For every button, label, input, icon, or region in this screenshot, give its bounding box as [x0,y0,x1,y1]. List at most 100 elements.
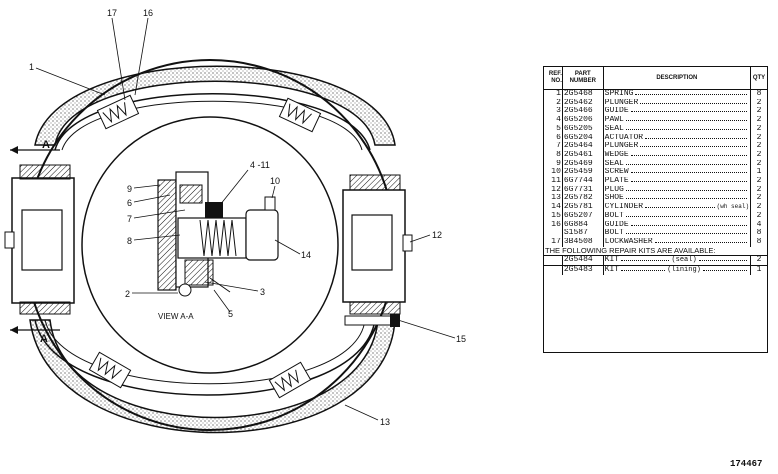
row-ref: 1 [544,89,563,99]
row-ref: 3 [544,107,563,117]
row-part: 2G5462 [562,98,604,108]
kit-part: 2G5483 [562,265,604,275]
kit-ref [544,265,563,275]
row-desc: SHOE [604,194,624,203]
row-qty: 2 [750,194,767,204]
leader-dots [654,241,748,243]
row-part: 6G7731 [562,185,604,195]
view-label: VIEW A-A [158,312,194,321]
row-ref: 6 [544,133,563,143]
row-desc-cell: PLUNGER [603,99,750,108]
leader-dots [630,111,748,113]
row-desc: PLUG [604,185,624,194]
leader-dots [625,198,748,200]
row-desc-cell: PLUNGER [603,142,750,151]
section-arrow-top [10,146,60,154]
row-ref: 10 [544,168,563,178]
leader-dots [640,102,748,104]
brake-shoe-upper [34,65,396,151]
row-ref: 5 [544,124,563,134]
row-ref: 14 [544,203,563,212]
row-desc: GUIDE [604,220,629,229]
header-desc: DESCRIPTION [603,67,751,90]
callout-5: 5 [228,309,233,319]
leader-dots [630,224,748,226]
row-desc: PAWL [604,116,624,125]
row-desc-cell: SEAL [603,160,750,169]
row-ref: 15 [544,211,563,221]
callout-2: 2 [125,289,130,299]
row-desc-cell: BOLT [603,212,750,221]
row-desc-cell: ACTUATOR [603,134,750,143]
row-desc-cell: SPRING [603,90,750,99]
row-qty: 8 [750,237,767,247]
leader-dots [630,181,748,183]
brake-assembly-diagram: A A VIEW A-A 1 17 16 4 -11 10 9 6 7 8 14… [4,8,466,434]
row-desc: SEAL [604,159,624,168]
leader-dots [630,172,748,174]
adjuster-spring-bottom-left [88,351,132,389]
callout-8: 8 [127,236,132,246]
section-mark-bottom: A [40,333,48,345]
row-desc-cell: SEAL [603,125,750,134]
row-part: 6G884 [562,220,604,230]
row-ref: 7 [544,142,563,151]
row-desc: BOLT [604,211,624,220]
leader-dots [625,163,748,165]
row-qty: 8 [750,89,767,99]
leader-dots [621,260,670,262]
row-ref [544,229,563,238]
row-desc: ACTUATOR [604,133,644,142]
kit-desc-cell: KIT(lining) [603,265,751,275]
row-desc-cell: PLUG [603,186,750,195]
row-qty: 2 [750,124,767,134]
row-qty: 2 [750,107,767,117]
kit-ref [544,255,563,266]
row-desc: PLUNGER [604,142,639,151]
adjuster-spring-top-right [278,97,322,133]
row-qty: 2 [750,116,767,125]
leader-dots [625,128,748,130]
callout-9: 9 [127,184,132,194]
row-part: 2G5782 [562,194,604,204]
row-qty: 2 [750,185,767,195]
leader-dots [698,260,748,262]
row-ref: 9 [544,159,563,169]
row-part: 2G5469 [562,159,604,169]
adjuster-spring-top-left [96,94,140,130]
row-ref: 4 [544,116,563,125]
header-part: PART NUMBER [562,67,604,90]
row-desc-cell: GUIDE [603,107,750,116]
kit-extra: (seal) [671,256,697,265]
leader-dots [621,270,666,272]
row-qty: 4 [750,220,767,230]
kit-desc: KIT [604,265,620,275]
leader-dots [640,146,748,148]
callout-1: 1 [29,62,34,72]
row-part: 2G5781 [562,203,604,212]
inner-plate [81,116,339,374]
wheel-cylinder-left [4,164,75,315]
leader-dots [702,270,748,272]
row-qty: 1 [750,168,767,178]
row-part: 6G5204 [562,133,604,143]
row-part: S1587 [562,229,604,238]
row-part: 6G5206 [562,116,604,125]
row-desc-cell: BOLT [603,229,750,238]
row-desc-cell: CYLINDER(wh seal) [603,203,750,212]
row-qty: 2 [750,98,767,108]
bolt-15 [344,314,400,327]
row-qty: 2 [750,159,767,169]
row-part: 6G7744 [562,177,604,186]
